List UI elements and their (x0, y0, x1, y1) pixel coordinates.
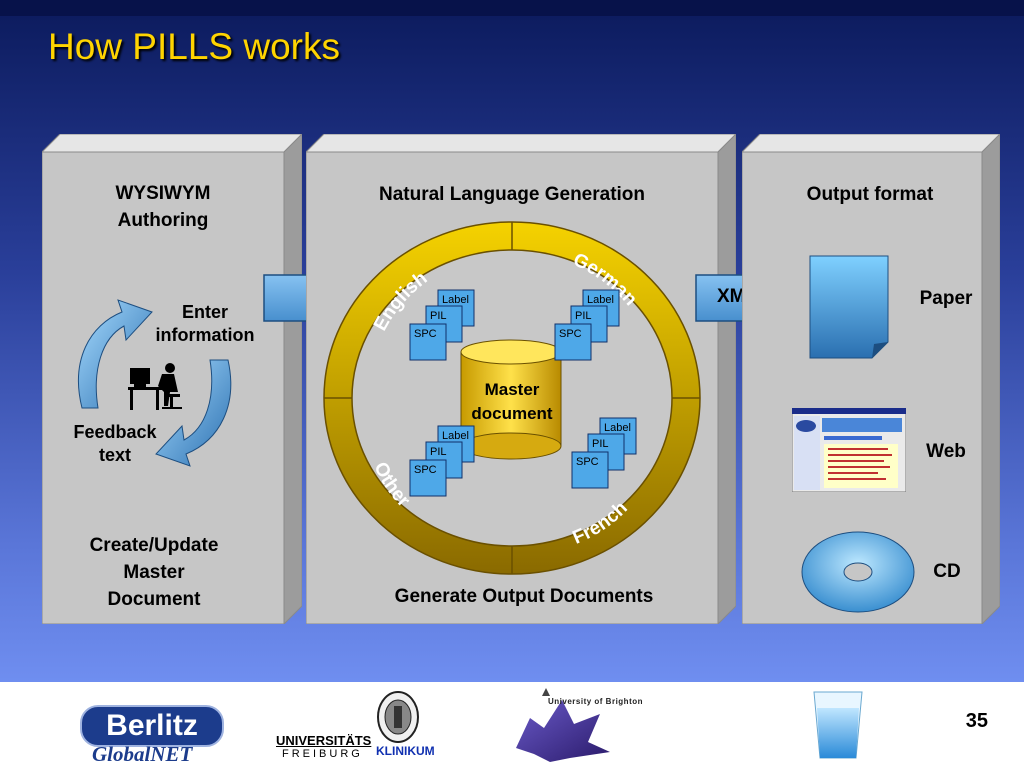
doc-spc-icon: SPC (409, 323, 447, 361)
authoring-cycle-graphic (78, 299, 232, 467)
paper-icon (809, 255, 889, 359)
master-doc-line1: Master (484, 380, 540, 399)
output-web-label: Web (926, 441, 966, 462)
slide-title: How PILLS works (48, 26, 340, 67)
authoring-footer-line1: Create/Update (89, 535, 219, 556)
doc-spc-icon: SPC (554, 323, 592, 361)
doc-spc-label: SPC (576, 456, 599, 468)
feedback-text-line1: Feedback (73, 422, 157, 442)
master-document-icon (460, 339, 562, 460)
brighton-logo-text: University of Brighton (548, 697, 644, 706)
feedback-text-line2: text (98, 445, 131, 465)
freiburg-logo-line1: UNIVERSITÄTS (276, 733, 372, 748)
doc-label-label: Label (587, 294, 614, 306)
authoring-heading-line1: WYSIWYM (115, 183, 211, 204)
berlitz-globalnet-logo: GlobalNET (92, 742, 193, 766)
doc-pil-label: PIL (575, 310, 592, 322)
water-glass-icon (813, 691, 863, 759)
university-seal-icon (377, 691, 419, 743)
authoring-footer-line3: Document (107, 589, 201, 610)
nlg-footer: Generate Output Documents (394, 586, 654, 607)
doc-label-label: Label (442, 430, 469, 442)
web-page-icon (792, 408, 906, 492)
doc-spc-icon: SPC (409, 459, 447, 497)
doc-pil-label: PIL (430, 310, 447, 322)
doc-pil-label: PIL (592, 438, 609, 450)
doc-spc-icon: SPC (571, 451, 609, 489)
freiburg-logo-line2: FREIBURG (282, 748, 363, 760)
doc-spc-label: SPC (414, 328, 437, 340)
output-cd-label: CD (933, 561, 961, 582)
slide-top-bar (0, 0, 1024, 16)
berlitz-logo: Berlitz (80, 705, 224, 747)
cycle-arrow-up-icon (78, 299, 153, 409)
doc-spc-label: SPC (559, 328, 582, 340)
doc-label-label: Label (442, 294, 469, 306)
authoring-footer-line2: Master (123, 562, 185, 583)
authoring-heading-line2: Authoring (117, 210, 209, 231)
output-paper-label: Paper (919, 288, 973, 309)
page-number: 35 (965, 710, 988, 732)
master-doc-line2: document (471, 404, 553, 423)
freiburg-logo-line3: KLINIKUM (376, 744, 435, 758)
nlg-heading: Natural Language Generation (378, 184, 646, 205)
brighton-leaf-logo-icon (516, 688, 610, 762)
computer-user-icon (128, 363, 182, 410)
doc-spc-label: SPC (414, 464, 437, 476)
cd-icon (801, 531, 915, 613)
doc-label-label: Label (604, 422, 631, 434)
enter-info-line1: Enter (181, 302, 228, 322)
enter-info-line2: information (155, 325, 255, 345)
doc-pil-label: PIL (430, 446, 447, 458)
cycle-arrow-down-icon (155, 359, 232, 467)
output-heading: Output format (806, 184, 934, 205)
